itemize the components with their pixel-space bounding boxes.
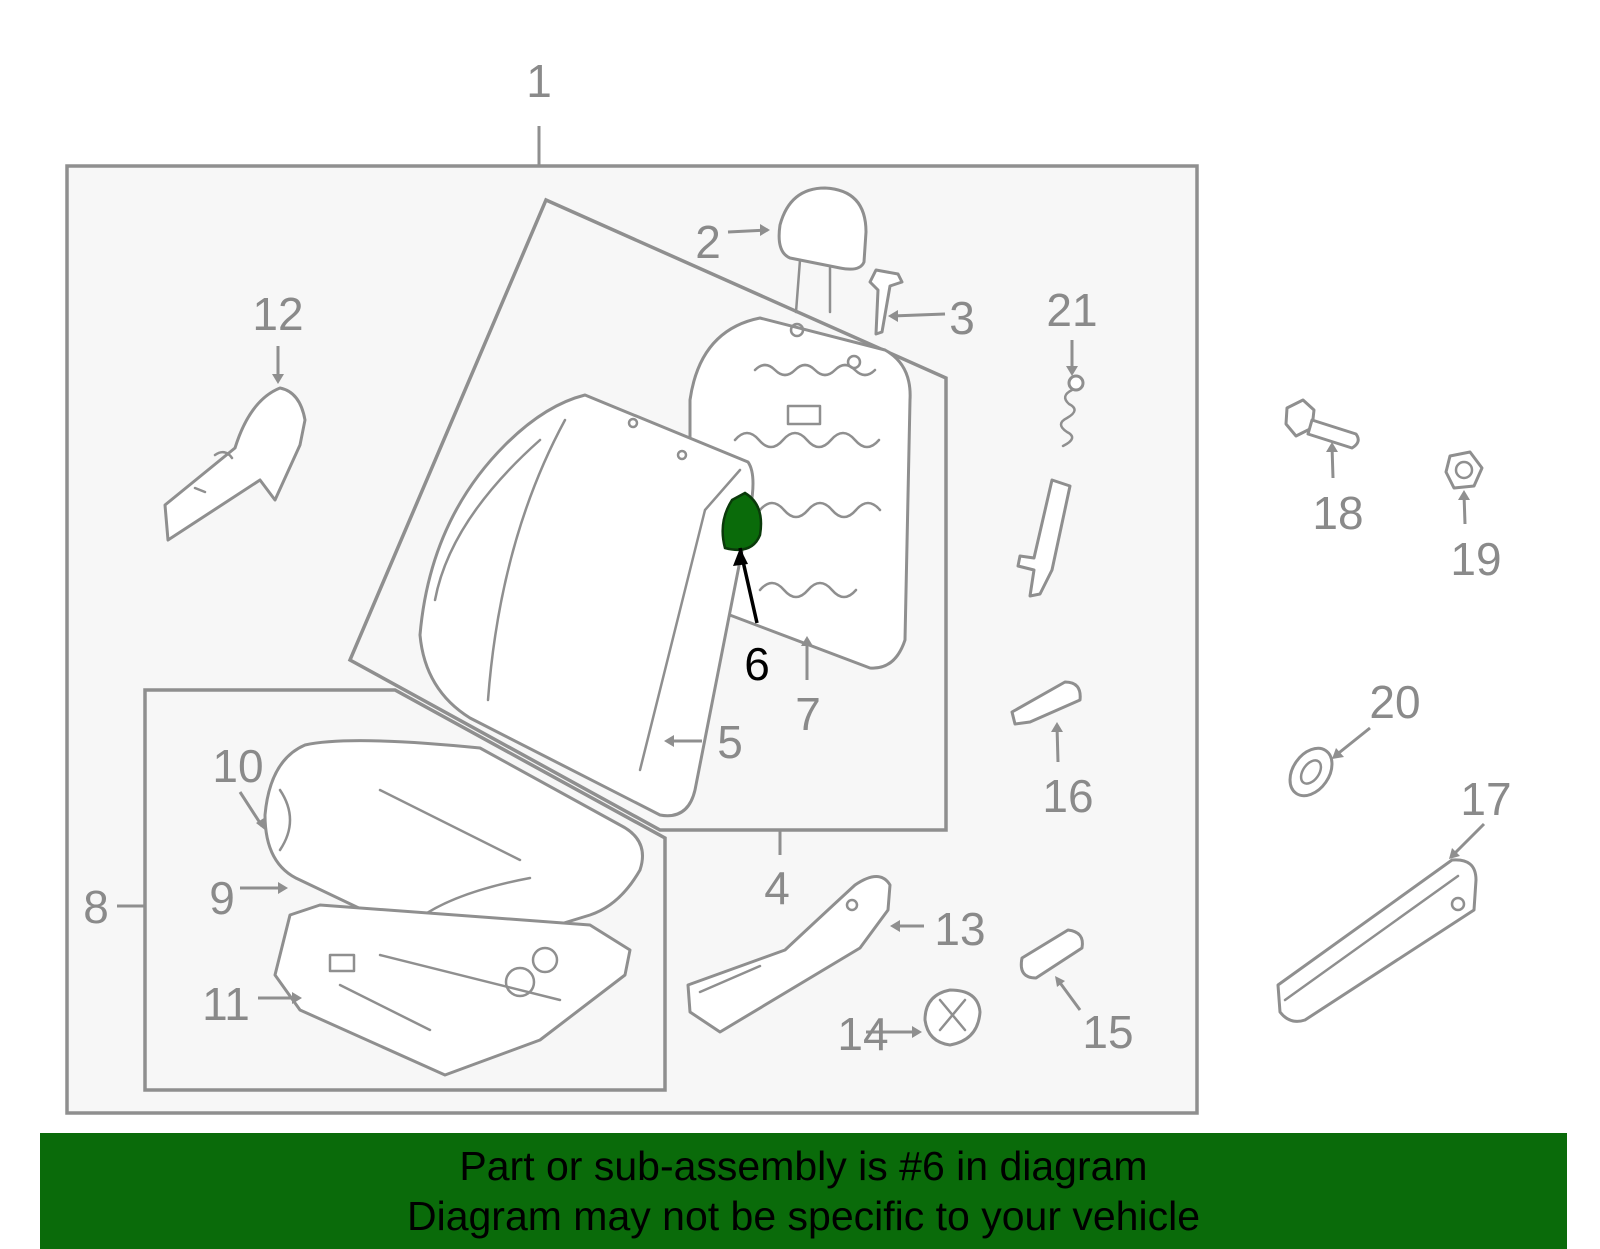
part-13-side-shield[interactable] [686,875,892,1034]
part-18-bolt[interactable] [1284,398,1360,450]
banner-line-disclaimer: Diagram may not be specific to your vehi… [406,1193,1200,1239]
part-20-washer[interactable] [1281,740,1340,803]
callout-21: 21 [1046,284,1097,336]
part-16-knob[interactable] [1010,680,1082,726]
callout-15: 15 [1082,1006,1133,1058]
callout-8: 8 [83,881,109,933]
callout-1: 1 [526,55,552,107]
banner-line-part: Part or sub-assembly is #6 in diagram [459,1143,1148,1189]
callout-19: 19 [1450,533,1501,585]
part-15-handle[interactable] [1019,928,1084,980]
callout-4: 4 [764,862,790,914]
callout-17: 17 [1460,773,1511,825]
leader-6-arrowhead [733,548,748,566]
callout-2: 2 [695,216,721,268]
part-12-trim-cover[interactable] [163,386,307,542]
part-6-highlighted[interactable] [721,491,763,552]
info-banner: Part or sub-assembly is #6 in diagram Di… [40,1133,1567,1249]
callout-14: 14 [837,1008,888,1060]
callout-11: 11 [202,978,250,1030]
callout-7: 7 [795,688,821,740]
callout-16: 16 [1042,770,1093,822]
callout-12: 12 [252,288,303,340]
callout-5: 5 [717,716,743,768]
callout-6: 6 [744,638,770,690]
part-3-headrest-guide[interactable] [868,268,904,336]
callout-10: 10 [212,740,263,792]
leader-lines [238,224,1486,1038]
part-11-cushion-frame[interactable] [273,903,632,1077]
part-9-seat-cushion[interactable] [263,739,644,960]
part-21-lever-cable[interactable] [1016,374,1085,598]
part-19-nut[interactable] [1444,450,1484,490]
part-14-knob[interactable] [923,988,982,1047]
part-17-armrest[interactable] [1276,858,1478,1023]
part-7-seatback-frame[interactable] [688,316,912,670]
callout-13: 13 [934,903,985,955]
callout-9: 9 [209,872,235,924]
callout-18: 18 [1312,487,1363,539]
cushion-assembly-box [143,688,667,1092]
callout-3: 3 [949,292,975,344]
callout-20: 20 [1369,676,1420,728]
part-2-headrest[interactable] [777,186,868,314]
